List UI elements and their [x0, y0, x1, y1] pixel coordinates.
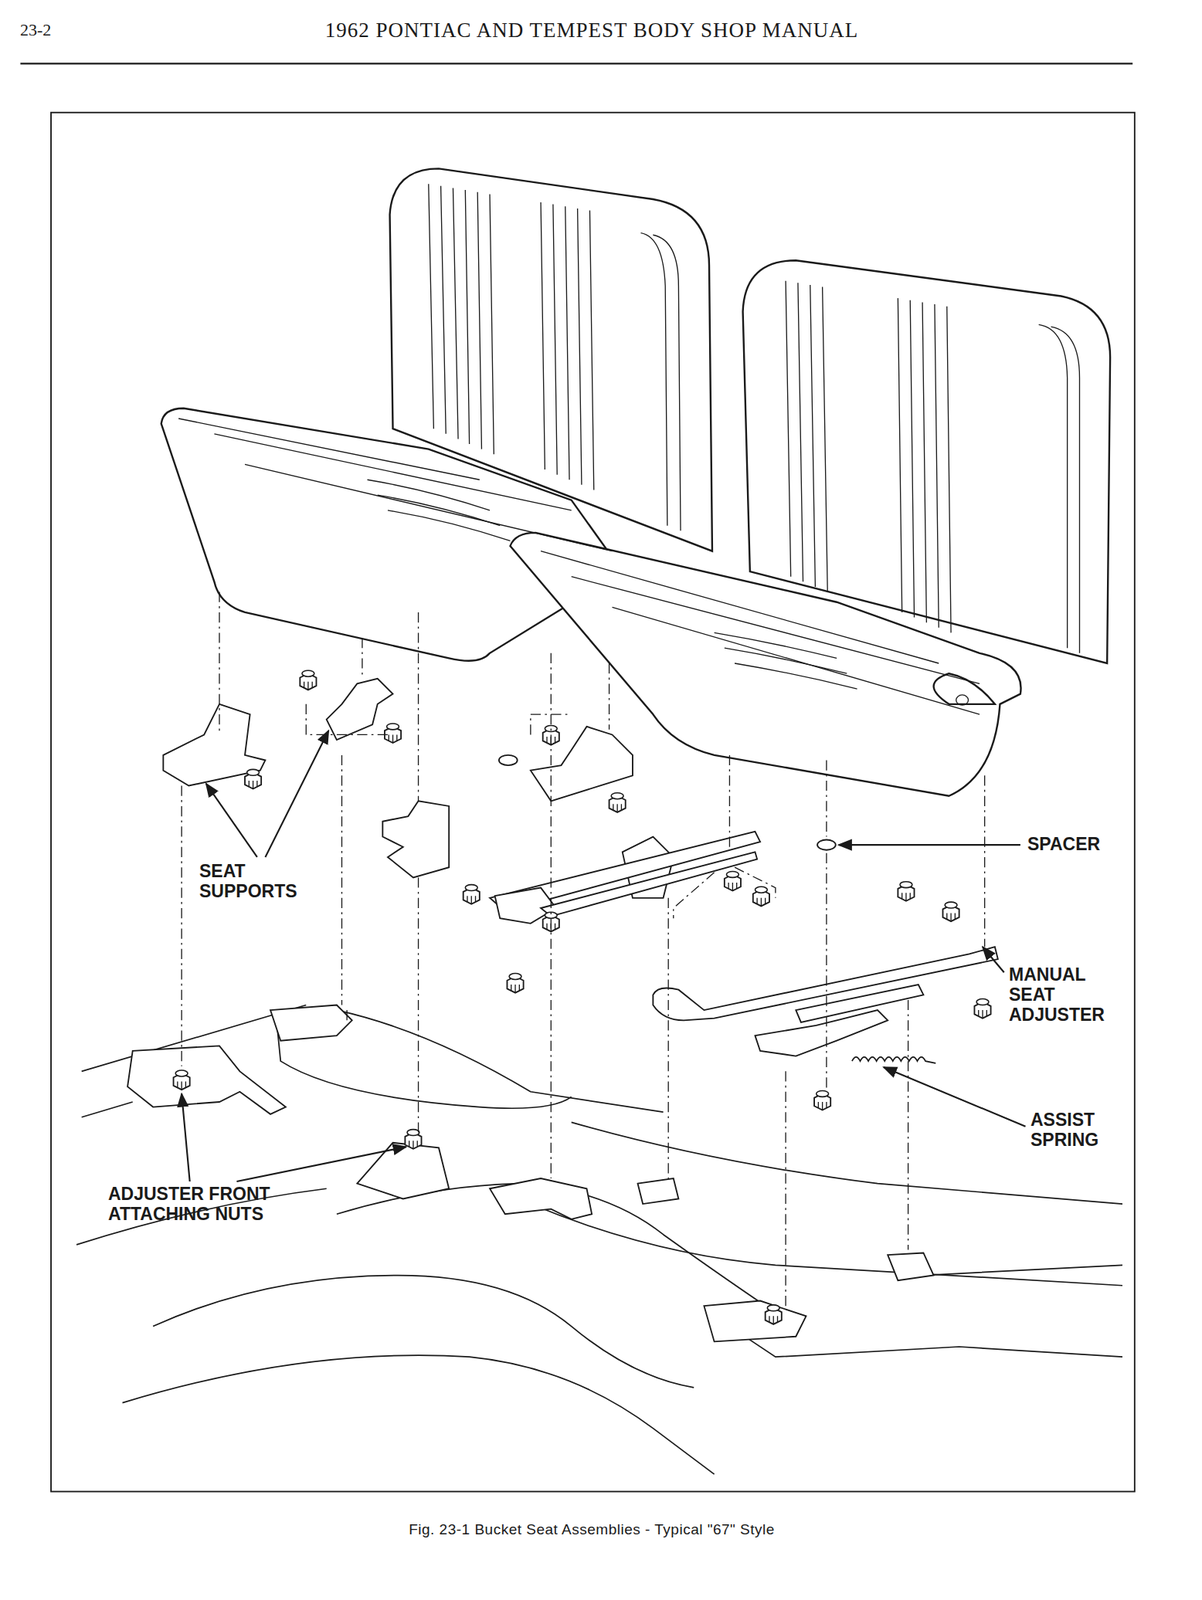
leader-line: [206, 784, 258, 858]
seat-adjuster: [795, 984, 924, 1023]
seat-back-pleats: [540, 202, 595, 490]
leader-line: [982, 947, 1005, 973]
centre-line: [181, 592, 220, 1067]
floor-pan: [76, 1184, 796, 1328]
seat-adjuster: [489, 831, 999, 1057]
centre-line: [550, 653, 552, 1179]
floor-bracket: [127, 1005, 934, 1342]
part-label: ADJUSTER FRONT ATTACHING NUTS: [108, 1185, 309, 1226]
nut: [173, 670, 992, 1325]
seat-cushion-pleats: [956, 695, 969, 706]
header-rule: [20, 62, 1133, 65]
nut: [897, 882, 914, 902]
floor-bracket: [127, 1045, 286, 1114]
nut: [609, 793, 626, 813]
seat-cushion-pleats: [540, 551, 980, 715]
centre-line: [668, 898, 669, 1179]
seat-support: [326, 679, 394, 741]
leader-line: [236, 1147, 406, 1182]
seat-cushion-pleats: [178, 418, 612, 552]
nut: [384, 723, 401, 744]
nut: [724, 871, 741, 891]
part-label: SPACER: [1027, 835, 1101, 856]
seat-cushion: [933, 673, 995, 705]
part-label: SEAT SUPPORTS: [199, 862, 316, 903]
page-title: 1962 PONTIAC AND TEMPEST BODY SHOP MANUA…: [325, 18, 860, 43]
seat-adjuster: [540, 852, 758, 917]
seat-cushion-pleats: [714, 632, 858, 690]
assist-spring: [852, 1057, 936, 1064]
floor-bracket: [489, 1178, 592, 1220]
leader-line: [838, 844, 1021, 846]
assist-spring: [852, 1057, 936, 1064]
centre-line: [908, 775, 985, 1250]
seat-cushion-pleats: [367, 479, 511, 541]
floor-bracket: [703, 1301, 806, 1343]
floor-bracket: [887, 1252, 934, 1281]
centre-line: [673, 867, 776, 919]
nut: [506, 974, 523, 994]
centre-line: [305, 638, 388, 735]
centre-line: [530, 663, 610, 735]
leader-line: [264, 730, 329, 858]
floor-bracket: [356, 1143, 449, 1200]
figure-frame: [50, 112, 1135, 1493]
figure-caption: Fig. 23-1 Bucket Seat Assemblies - Typic…: [408, 1521, 775, 1539]
centre-line: [341, 755, 347, 1021]
floor-bracket: [638, 1178, 680, 1205]
leader-line: [181, 1093, 191, 1182]
nut: [814, 1090, 831, 1111]
seat-back-pleats: [897, 298, 951, 633]
seat-back-pleats: [641, 233, 682, 532]
seat-back-pleats: [1039, 324, 1080, 653]
nut: [765, 1305, 782, 1325]
nut: [463, 885, 480, 905]
nut: [404, 1130, 422, 1150]
seat-back-pleats: [428, 183, 495, 455]
spacer: [817, 840, 836, 851]
nut: [299, 670, 316, 690]
nut: [173, 1070, 191, 1090]
seat-cushion: [161, 408, 623, 662]
seat-back-pleats: [785, 281, 828, 593]
spacer: [499, 755, 836, 851]
nut: [753, 886, 770, 907]
nut: [974, 999, 991, 1019]
figure-frame: [50, 112, 1135, 1493]
centre-line: [417, 612, 419, 1134]
centre-line: [729, 755, 786, 1307]
floor-bracket: [270, 1005, 353, 1041]
leader-line: [181, 730, 1026, 1182]
part-label: ASSIST SPRING: [1030, 1110, 1125, 1152]
floor-pan: [152, 1276, 694, 1389]
seat-support: [382, 801, 449, 878]
header-rule: [20, 63, 1133, 65]
leader-line: [883, 1067, 1026, 1128]
seat-cushion-pleats: [178, 418, 980, 715]
floor-pan: [530, 1204, 1123, 1287]
floor-pan: [122, 1355, 715, 1475]
spacer: [499, 755, 518, 766]
floor-pan: [76, 1005, 1123, 1475]
nut: [942, 902, 959, 922]
centre-line: [181, 592, 985, 1308]
nut: [244, 769, 262, 789]
page-number: 23-2: [20, 20, 51, 41]
part-label: MANUAL SEAT ADJUSTER: [1008, 965, 1118, 1026]
floor-pan: [81, 1005, 307, 1118]
centre-line: [825, 760, 827, 1092]
